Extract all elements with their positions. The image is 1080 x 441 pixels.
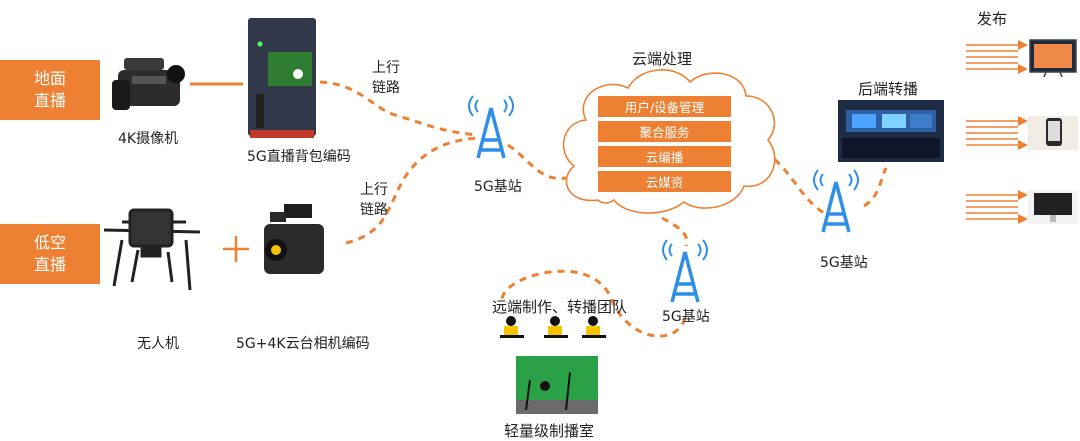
uplink-top-label: 上行 链路 [372, 60, 400, 96]
tower-left [468, 95, 514, 159]
drone-icon [103, 208, 201, 291]
team-figures-icon [500, 316, 606, 338]
station-bottom-label: 5G基站 [662, 309, 710, 325]
tag-ground-live: 地面 直播 [0, 60, 100, 120]
station-backend-path [863, 167, 888, 208]
camcorder-icon [112, 58, 185, 110]
camera-label: 4K摄像机 [118, 131, 179, 147]
monitor-icon [1028, 190, 1078, 224]
smartphone-icon [1028, 116, 1078, 150]
gimbal-camera-icon [264, 204, 324, 274]
tower-bottom [662, 239, 708, 303]
service-cloud-editing: 云编播 [598, 146, 731, 167]
station-team-path [500, 269, 687, 338]
station-right-label: 5G基站 [820, 255, 868, 271]
publish-label: 发布 [977, 10, 1008, 28]
remote-team-label: 远端制作、转播团队 [492, 298, 628, 316]
backpack-label: 5G直播背包编码 [247, 149, 351, 165]
drone-label: 无人机 [137, 336, 179, 352]
station-cloud-path [507, 143, 567, 180]
cloud-station-bottom-path [661, 216, 689, 247]
tower-right [813, 169, 859, 233]
cloud-station-right-path [763, 150, 827, 216]
uplink-top-path [319, 80, 479, 137]
station-left-label: 5G基站 [474, 179, 522, 195]
tag-lowalt-text: 低空 直播 [33, 233, 66, 274]
tag-lowalt-live: 低空 直播 [0, 224, 100, 284]
service-aggregate: 聚合服务 [598, 121, 731, 142]
studio-label: 轻量级制播室 [504, 422, 595, 440]
studio-room-photo [516, 356, 598, 414]
cloud-title: 云端处理 [632, 50, 693, 68]
uplink-bottom-label: 上行 链路 [360, 182, 388, 218]
backpack-encoder-icon [248, 18, 316, 138]
backend-broadcast-photo [838, 100, 944, 162]
backend-label: 后端转播 [858, 80, 919, 98]
service-cloud-media: 云媒资 [598, 171, 731, 192]
gimbal-label: 5G+4K云台相机编码 [236, 336, 370, 352]
tv-icon [1029, 39, 1077, 78]
service-user-device: 用户/设备管理 [598, 96, 731, 117]
uplink-bottom-path [345, 136, 479, 245]
tag-ground-text: 地面 直播 [33, 69, 66, 110]
publish-arrows [966, 44, 1018, 220]
